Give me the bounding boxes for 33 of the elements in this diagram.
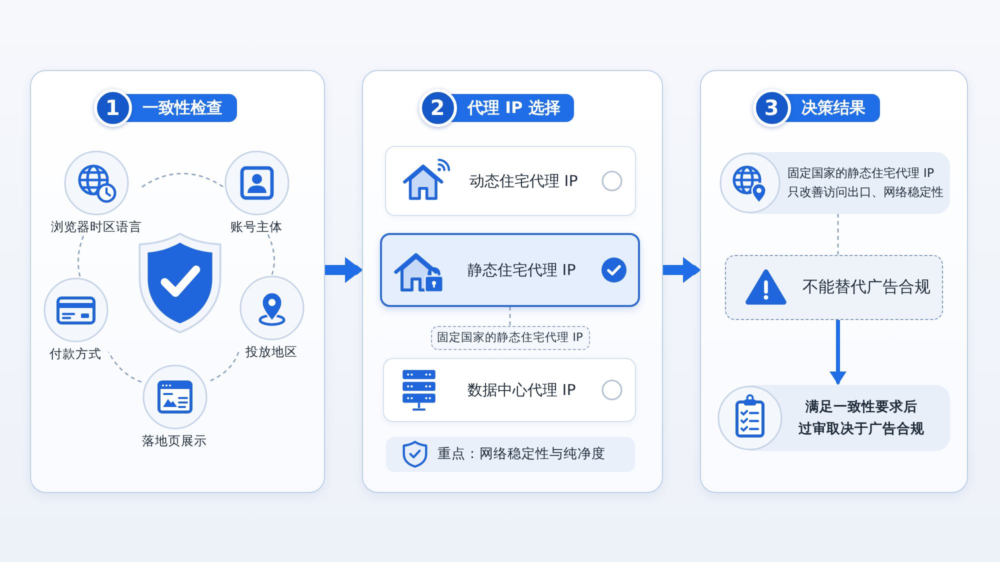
option-label: 静态住宅代理 IP — [468, 260, 576, 280]
option-card — [380, 232, 640, 306]
icon-label: 落地页展示 — [142, 432, 207, 448]
dashed-connector — [837, 214, 839, 254]
dashed-connector — [509, 306, 511, 326]
option-label: 动态住宅代理 IP — [470, 170, 578, 190]
note-bar — [386, 436, 634, 472]
dashed-connector — [108, 352, 142, 383]
icon-label: 投放地区 — [246, 344, 298, 360]
arrow — [663, 257, 700, 283]
result-card — [716, 384, 950, 450]
arrow — [325, 257, 362, 283]
icon-label: 浏览器时区语言 — [51, 218, 142, 234]
option-label: 数据中心代理 IP — [468, 380, 576, 400]
result-text: 满足一致性要求后过审取决于广告合规 — [798, 398, 926, 438]
panel — [700, 70, 968, 493]
arrow — [830, 320, 846, 384]
dashed-connector — [142, 172, 224, 188]
note-text: 重点：网络稳定性与纯净度 — [438, 445, 606, 463]
result-text: 固定国家的静态住宅代理 IP只改善访问出口、网络稳定性 — [788, 164, 944, 200]
dashed-connector — [78, 234, 85, 277]
icon-label: 付款方式 — [50, 346, 102, 362]
dashed-connector — [207, 352, 240, 383]
dashed-connector — [267, 234, 275, 275]
warning-text: 不能替代广告合规 — [802, 277, 930, 297]
option-card — [382, 358, 636, 422]
panel — [30, 70, 325, 493]
icon-label: 账号主体 — [230, 218, 282, 234]
result-card — [718, 152, 950, 214]
option-card — [384, 146, 636, 216]
callout-box: 固定国家的静态住宅代理 IP — [430, 326, 590, 350]
panel — [362, 70, 663, 493]
warning-box — [724, 254, 942, 320]
